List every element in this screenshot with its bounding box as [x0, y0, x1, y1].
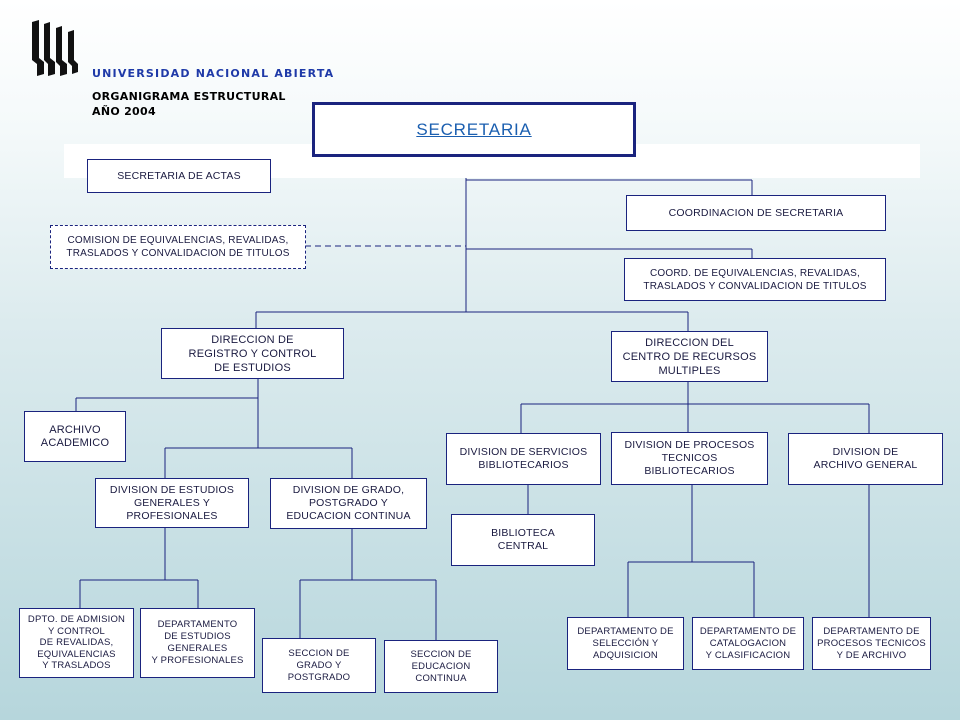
node-seccion-grado[interactable]: SECCION DE GRADO Y POSTGRADO	[262, 638, 376, 693]
node-direccion-crm[interactable]: DIRECCION DEL CENTRO DE RECURSOS MULTIPL…	[611, 331, 768, 382]
node-direccion-registro[interactable]: DIRECCION DE REGISTRO Y CONTROL DE ESTUD…	[161, 328, 344, 379]
node-division-servicios[interactable]: DIVISION DE SERVICIOS BIBLIOTECARIOS	[446, 433, 601, 485]
node-dpto-admision[interactable]: DPTO. DE ADMISION Y CONTROL DE REVALIDAS…	[19, 608, 134, 678]
node-division-grado[interactable]: DIVISION DE GRADO, POSTGRADO Y EDUCACION…	[270, 478, 427, 529]
node-division-estudios-generales[interactable]: DIVISION DE ESTUDIOS GENERALES Y PROFESI…	[95, 478, 249, 528]
node-division-procesos[interactable]: DIVISION DE PROCESOS TECNICOS BIBLIOTECA…	[611, 432, 768, 485]
subtitle-line1: ORGANIGRAMA ESTRUCTURAL	[92, 90, 286, 103]
node-dpto-estudios[interactable]: DEPARTAMENTO DE ESTUDIOS GENERALES Y PRO…	[140, 608, 255, 678]
node-dpto-procesos[interactable]: DEPARTAMENTO DE PROCESOS TECNICOS Y DE A…	[812, 617, 931, 670]
node-biblioteca-central[interactable]: BIBLIOTECA CENTRAL	[451, 514, 595, 566]
subtitle-line2: AÑO 2004	[92, 105, 156, 118]
university-name: UNIVERSIDAD NACIONAL ABIERTA	[92, 67, 335, 80]
node-secretaria[interactable]: SECRETARIA	[312, 102, 636, 157]
node-coordinacion-secretaria[interactable]: COORDINACION DE SECRETARIA	[626, 195, 886, 231]
node-seccion-educacion[interactable]: SECCION DE EDUCACION CONTINUA	[384, 640, 498, 693]
node-secretaria-label: SECRETARIA	[416, 120, 532, 139]
node-division-archivo[interactable]: DIVISION DE ARCHIVO GENERAL	[788, 433, 943, 485]
node-coord-equivalencias[interactable]: COORD. DE EQUIVALENCIAS, REVALIDAS, TRAS…	[624, 258, 886, 301]
node-comision-equivalencias[interactable]: COMISION DE EQUIVALENCIAS, REVALIDAS, TR…	[50, 225, 306, 269]
node-dpto-seleccion[interactable]: DEPARTAMENTO DE SELECCIÓN Y ADQUISICION	[567, 617, 684, 670]
node-dpto-catalogacion[interactable]: DEPARTAMENTO DE CATALOGACION Y CLASIFICA…	[692, 617, 804, 670]
chart-subtitle: ORGANIGRAMA ESTRUCTURAL AÑO 2004	[92, 89, 286, 119]
node-archivo-academico[interactable]: ARCHIVO ACADEMICO	[24, 411, 126, 462]
node-secretaria-actas[interactable]: SECRETARIA DE ACTAS	[87, 159, 271, 193]
una-logo-icon	[32, 20, 78, 76]
